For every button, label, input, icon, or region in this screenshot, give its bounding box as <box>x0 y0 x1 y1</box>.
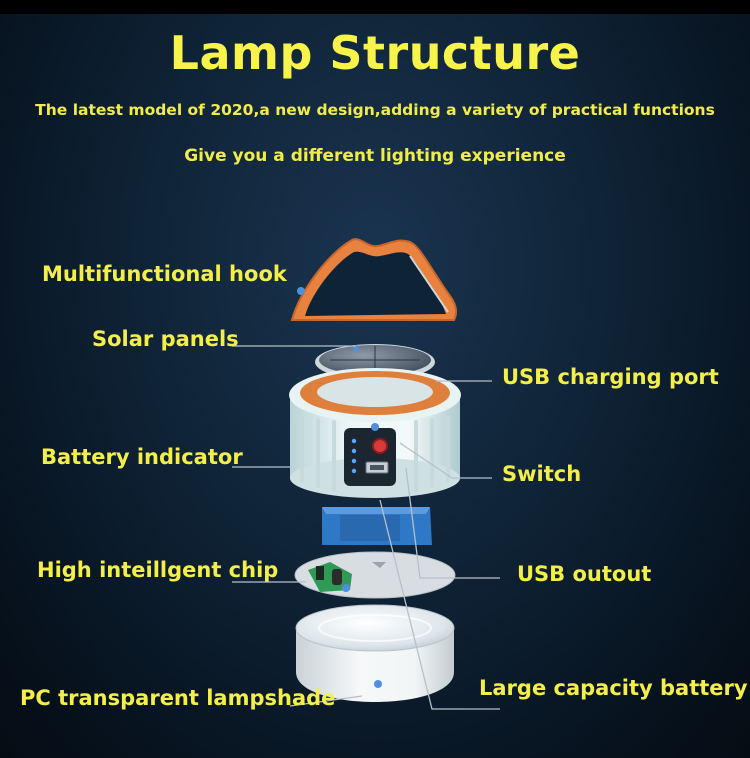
battery-part <box>322 507 432 545</box>
label-switch: Switch <box>502 462 582 486</box>
label-lampshade: PC transparent lampshade <box>20 686 336 710</box>
label-chip: High inteillgent chip <box>37 558 279 582</box>
label-solar-panels: Solar panels <box>92 327 239 351</box>
chip-part <box>294 551 456 599</box>
page-title: Lamp Structure <box>169 26 581 80</box>
label-usb-output: USB outout <box>517 562 652 586</box>
label-battery-indicator: Battery indicator <box>41 445 243 469</box>
main-body-part <box>289 368 461 498</box>
top-border <box>0 0 750 14</box>
label-hook: Multifunctional hook <box>42 262 287 286</box>
label-usb-charging-port: USB charging port <box>502 365 719 389</box>
page-subtitle: The latest model of 2020,a new design,ad… <box>35 101 715 119</box>
label-battery: Large capacity battery <box>479 676 748 700</box>
hook-part <box>290 238 458 321</box>
leader-lines <box>232 345 500 710</box>
page-tagline: Give you a different lighting experience <box>184 146 566 166</box>
